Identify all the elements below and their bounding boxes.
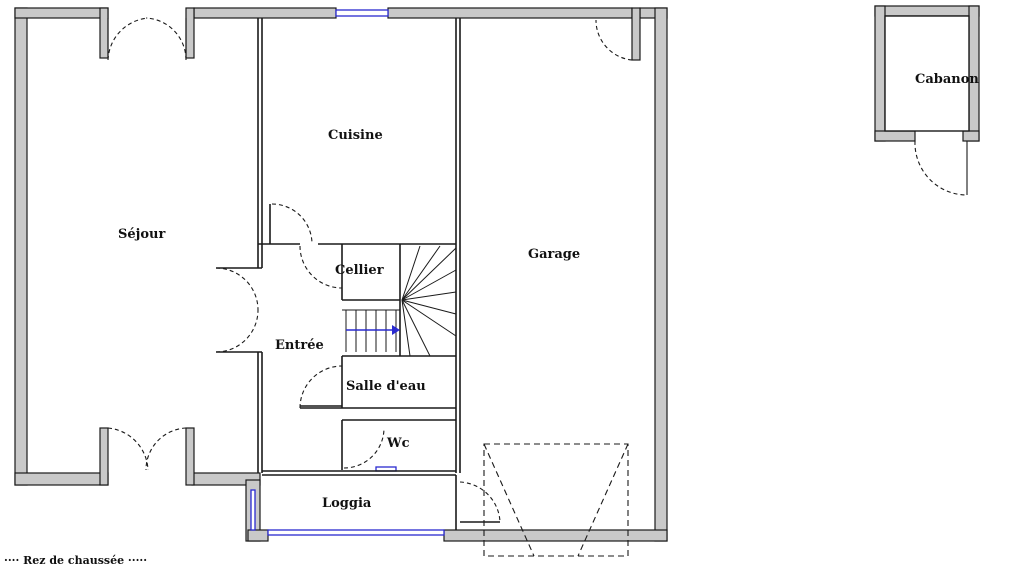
doors	[107, 17, 633, 557]
windows	[250, 9, 445, 536]
floor-caption: ···· Rez de chaussée ·····	[4, 554, 147, 567]
room-label-loggia: Loggia	[322, 496, 372, 511]
interior-walls	[216, 18, 500, 530]
room-label-garage: Garage	[528, 247, 580, 262]
room-label-wc: Wc	[386, 436, 410, 451]
room-label-cabanon: Cabanon	[915, 72, 979, 87]
room-label-cellier: Cellier	[335, 263, 384, 278]
room-label-sejour: Séjour	[118, 227, 165, 242]
exterior-walls	[14, 7, 668, 542]
room-label-cuisine: Cuisine	[328, 128, 383, 143]
staircase	[342, 245, 457, 357]
room-label-entree: Entrée	[275, 338, 324, 353]
door-jambs	[99, 7, 641, 486]
shed	[874, 5, 980, 196]
room-label-salle-eau: Salle d'eau	[346, 379, 426, 394]
